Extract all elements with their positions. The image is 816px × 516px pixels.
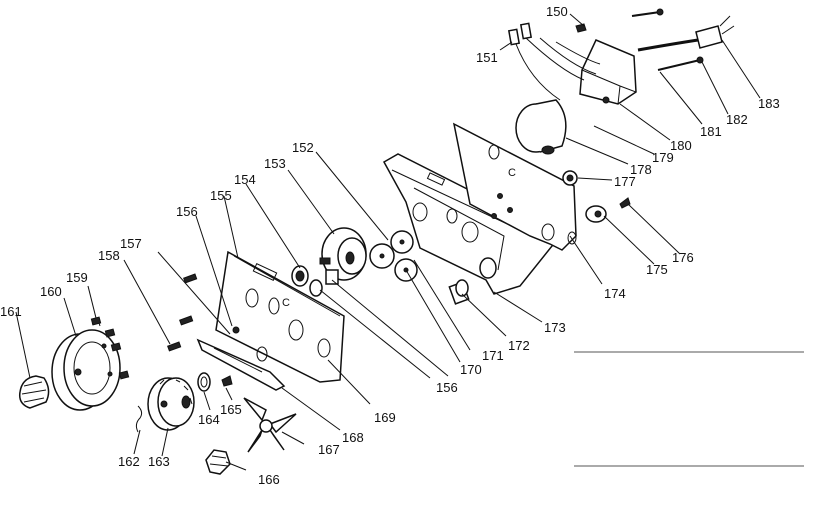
part-label-164: 164	[198, 412, 220, 427]
screw-176	[619, 197, 631, 209]
part-label-178: 178	[630, 162, 652, 177]
part-label-169: 169	[374, 410, 396, 425]
part-label-181: 181	[700, 124, 722, 139]
part-label-179: 179	[652, 150, 674, 165]
part-label-167: 167	[318, 442, 340, 457]
wires	[515, 37, 601, 101]
main-frame-173	[382, 153, 562, 295]
gears-171	[369, 230, 418, 282]
part-label-171: 171	[482, 348, 504, 363]
part-label-177: 177	[614, 174, 636, 189]
part-label-163: 163	[148, 454, 170, 469]
part-label-160: 160	[40, 284, 62, 299]
gear-163	[147, 377, 195, 431]
part-label-153: 153	[264, 156, 286, 171]
plate-mark-c2: C	[508, 167, 516, 179]
part-label-158: 158	[98, 248, 120, 263]
part-label-180: 180	[670, 138, 692, 153]
part-label-176: 176	[672, 250, 694, 265]
gear-disc-153	[319, 227, 367, 285]
bushing-172	[448, 279, 470, 305]
fan-blade-167	[243, 397, 297, 453]
part-label-166: 166	[258, 472, 280, 487]
part-label-183: 183	[758, 96, 780, 111]
part-label-157: 157	[120, 236, 142, 251]
terminal-box-180	[579, 39, 637, 105]
screw-150	[575, 23, 587, 33]
screws-156	[179, 273, 198, 326]
screws-181-182	[631, 8, 704, 71]
washer-177	[562, 170, 578, 186]
knob-161	[18, 375, 50, 409]
part-label-175: 175	[646, 262, 668, 277]
part-label-152: 152	[292, 140, 314, 155]
part-label-156-upper: 156	[176, 204, 198, 219]
part-label-173: 173	[544, 320, 566, 335]
part-label-151: 151	[476, 50, 498, 65]
part-label-162: 162	[118, 454, 140, 469]
rear-plate-174: C	[452, 122, 577, 251]
collar-164	[197, 372, 211, 392]
part-label-174: 174	[604, 286, 626, 301]
wire-nuts-151	[507, 22, 533, 46]
part-label-150: 150	[546, 4, 568, 19]
leader-lines	[15, 13, 761, 471]
bracket-175	[585, 205, 607, 223]
washer-154	[291, 265, 323, 297]
part-label-170: 170	[460, 362, 482, 377]
clip-165	[221, 375, 233, 387]
part-label-161: 161	[0, 304, 22, 319]
part-label-154: 154	[234, 172, 256, 187]
slide-bar-168	[196, 338, 286, 391]
spring-162	[135, 405, 143, 433]
part-label-159: 159	[66, 270, 88, 285]
part-label-165: 165	[220, 402, 242, 417]
power-cord-183	[637, 15, 735, 52]
screw-158	[167, 341, 182, 352]
part-label-156-lower: 156	[436, 380, 458, 395]
front-plate: C	[215, 250, 345, 383]
dial-disc-160	[51, 329, 121, 411]
part-label-182: 182	[726, 112, 748, 127]
part-label-155: 155	[210, 188, 232, 203]
part-label-172: 172	[508, 338, 530, 353]
screws-159	[90, 316, 130, 380]
motor-178	[515, 99, 567, 155]
part-label-168: 168	[342, 430, 364, 445]
plate-mark-c: C	[282, 297, 290, 309]
